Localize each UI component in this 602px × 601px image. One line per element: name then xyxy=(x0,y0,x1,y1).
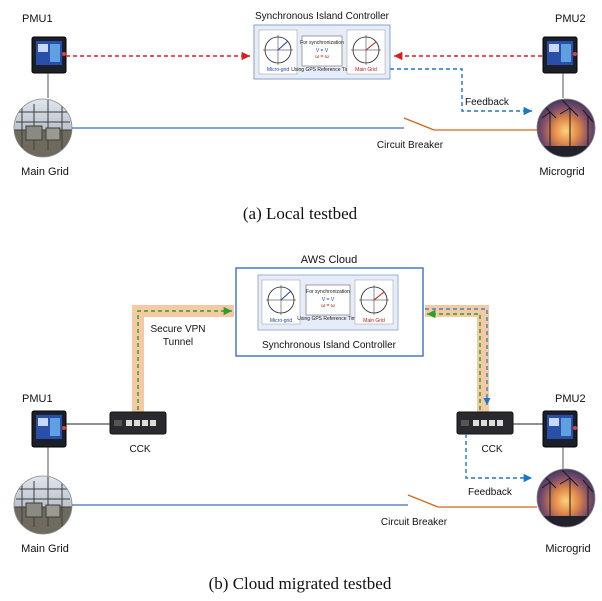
cloud-panel-right-label: Main Grid xyxy=(363,318,385,324)
local-circuit-breaker-label: Circuit Breaker xyxy=(377,140,444,151)
svg-text:V = V: V = V xyxy=(322,297,335,303)
cloud-panel-left-label: Micro-grid xyxy=(270,318,292,324)
cloud-controller-title: Synchronous Island Controller xyxy=(262,340,397,351)
aws-cloud-label: AWS Cloud xyxy=(301,254,357,266)
vpn-label-line1: Secure VPN xyxy=(150,324,205,335)
cloud-pmu1-device-icon xyxy=(31,410,67,448)
local-pmu2-device-icon xyxy=(542,36,578,74)
cloud-microgrid-image xyxy=(536,468,596,528)
local-panel-center-title: For synchronization xyxy=(300,40,344,46)
cloud-feedback-arrow xyxy=(465,434,532,483)
local-feedback-label: Feedback xyxy=(465,97,510,108)
local-panel-right-label: Main Grid xyxy=(355,67,377,73)
cloud-testbed: AWS Cloud Micro-grid For synchronization… xyxy=(13,254,596,593)
svg-text:ω = ω: ω = ω xyxy=(321,303,335,309)
cloud-panel-center-title: For synchronization xyxy=(306,289,350,295)
local-main-grid-image xyxy=(13,98,73,158)
local-microgrid-image xyxy=(536,98,596,158)
cck-right-device-icon xyxy=(456,411,514,435)
cloud-microgrid-label: Microgrid xyxy=(545,543,590,555)
local-main-grid-label: Main Grid xyxy=(21,166,69,178)
local-testbed: Synchronous Island Controller Micro-grid… xyxy=(13,11,596,223)
cck-right-label: CCK xyxy=(481,444,502,455)
cck-left-label: CCK xyxy=(129,444,150,455)
cloud-circuit-breaker-label: Circuit Breaker xyxy=(381,517,448,528)
cck-left-device-icon xyxy=(109,411,167,435)
cloud-pmu1-label: PMU1 xyxy=(22,393,53,405)
local-feedback-arrow xyxy=(390,68,532,116)
cloud-pmu2-device-icon xyxy=(542,410,578,448)
local-panel-left-label: Micro-grid xyxy=(267,67,289,73)
local-pmu1-device-icon xyxy=(31,36,67,74)
svg-text:V = V: V = V xyxy=(316,48,329,54)
cloud-controller: Micro-grid For synchronization V = V ω =… xyxy=(257,274,399,331)
cloud-feedback-label: Feedback xyxy=(468,487,513,498)
cloud-main-grid-label: Main Grid xyxy=(21,543,69,555)
local-caption: (a) Local testbed xyxy=(243,204,358,223)
cck-right-to-cloud-arrow xyxy=(427,309,481,410)
cloud-panel-center-sub: Using GPS Reference Time xyxy=(297,316,359,322)
cloud-pmu2-label: PMU2 xyxy=(555,393,586,405)
local-panel-center-sub: Using GPS Reference Time xyxy=(291,67,353,73)
vpn-label-line2: Tunnel xyxy=(163,337,193,348)
local-pmu1-label: PMU1 xyxy=(22,13,53,25)
svg-text:ω = ω: ω = ω xyxy=(315,54,329,60)
local-breaker-switch xyxy=(403,117,435,131)
cloud-caption: (b) Cloud migrated testbed xyxy=(209,574,392,593)
local-controller-title: Synchronous Island Controller xyxy=(255,11,390,22)
local-pmu2-label: PMU2 xyxy=(555,13,586,25)
local-controller: Synchronous Island Controller Micro-grid… xyxy=(253,11,391,80)
cck-left-to-cloud-arrow xyxy=(137,306,232,410)
vpn-tunnel-right xyxy=(425,305,489,412)
cloud-main-grid-image xyxy=(13,475,73,535)
cloud-breaker-switch xyxy=(407,494,439,508)
cloud-to-cck-right-arrow xyxy=(425,308,491,405)
local-microgrid-label: Microgrid xyxy=(539,166,584,178)
